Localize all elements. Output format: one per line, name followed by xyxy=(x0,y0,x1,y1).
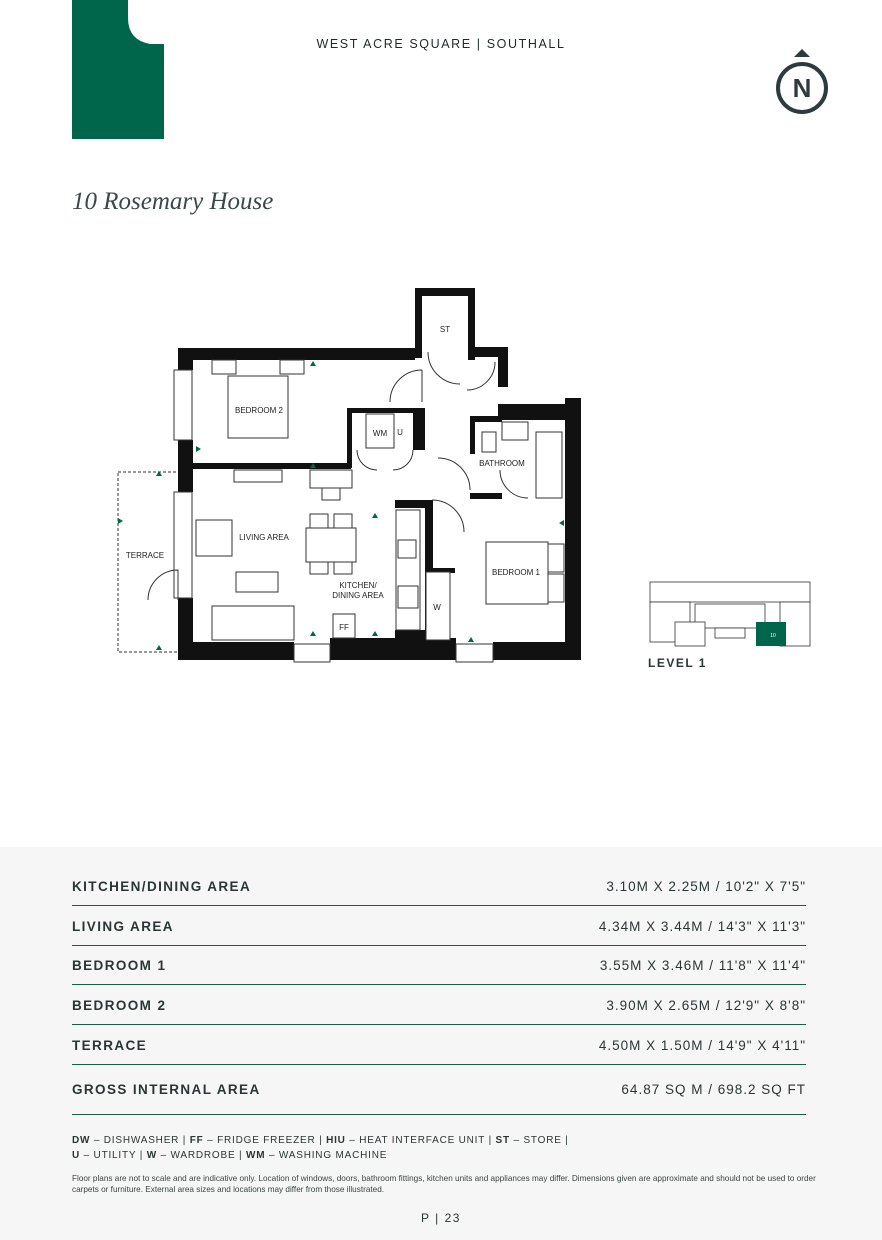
abbreviation-legend: DW – DISHWASHER | FF – FRIDGE FREEZER | … xyxy=(72,1133,569,1163)
dimension-row: LIVING AREA 4.34M X 3.44M / 14'3" X 11'3… xyxy=(72,907,806,946)
plan-label-kitchen-2: DINING AREA xyxy=(332,591,384,600)
plan-label-kitchen-1: KITCHEN/ xyxy=(339,581,377,590)
plan-label-u: U xyxy=(397,428,403,437)
plan-label-w: W xyxy=(433,603,441,612)
gross-area-value: 64.87 SQ M / 698.2 SQ FT xyxy=(621,1082,806,1097)
north-label: N xyxy=(793,73,812,103)
plan-label-st: ST xyxy=(440,325,450,334)
plan-label-ff: FF xyxy=(339,623,349,632)
legend-abbr: WM xyxy=(246,1150,266,1161)
legend-text: – UTILITY | xyxy=(80,1150,147,1161)
floor-plan: ST BEDROOM 2 WM U BATHROOM LIVING AREA T… xyxy=(117,288,581,663)
legend-abbr: ST xyxy=(495,1135,510,1146)
development-title: WEST ACRE SQUARE | SOUTHALL xyxy=(316,37,566,51)
room-size: 3.55M X 3.46M / 11'8" X 11'4" xyxy=(599,958,806,973)
legend-abbr: W xyxy=(146,1150,157,1161)
room-size: 3.90M X 2.65M / 12'9" X 8'8" xyxy=(606,998,806,1013)
dimension-row: BEDROOM 1 3.55M X 3.46M / 11'8" X 11'4" xyxy=(72,946,806,985)
dimensions-panel xyxy=(0,847,882,1240)
room-size: 4.50M X 1.50M / 14'9" X 4'11" xyxy=(598,1038,806,1053)
room-name: BEDROOM 1 xyxy=(72,958,167,973)
plan-label-living: LIVING AREA xyxy=(239,533,289,542)
room-name: BEDROOM 2 xyxy=(72,998,167,1013)
key-plan: 10 xyxy=(649,581,811,647)
legend-text: – WASHING MACHINE xyxy=(265,1150,388,1161)
plan-label-terrace: TERRACE xyxy=(126,551,164,560)
legend-abbr: HIU xyxy=(326,1135,346,1146)
page-number: P | 23 xyxy=(421,1211,461,1225)
legend-abbr: DW xyxy=(72,1135,91,1146)
legend-text: – DISHWASHER | xyxy=(90,1135,190,1146)
level-label: LEVEL 1 xyxy=(648,656,707,670)
legend-text: – FRIDGE FREEZER | xyxy=(203,1135,327,1146)
room-name: LIVING AREA xyxy=(72,919,174,934)
plan-label-wm: WM xyxy=(373,429,388,438)
legend-abbr: U xyxy=(72,1150,81,1161)
room-name: KITCHEN/DINING AREA xyxy=(72,879,252,894)
plan-label-bedroom1: BEDROOM 1 xyxy=(492,568,541,577)
dimension-row: KITCHEN/DINING AREA 3.10M X 2.25M / 10'2… xyxy=(72,867,806,906)
plan-label-bathroom: BATHROOM xyxy=(479,459,525,468)
room-name: TERRACE xyxy=(72,1038,148,1053)
disclaimer: Floor plans are not to scale and are ind… xyxy=(72,1174,816,1194)
key-plan-unit-number: 10 xyxy=(770,633,776,639)
apartment-title: 10 Rosemary House xyxy=(72,188,274,215)
room-size: 4.34M X 3.44M / 14'3" X 11'3" xyxy=(598,919,806,934)
legend-text: – STORE | xyxy=(509,1135,569,1146)
legend-text: – HEAT INTERFACE UNIT | xyxy=(345,1135,496,1146)
north-compass-icon: N xyxy=(776,49,828,114)
gross-area-label: GROSS INTERNAL AREA xyxy=(72,1082,261,1097)
legend-text: – WARDROBE | xyxy=(157,1150,246,1161)
dimension-row: BEDROOM 2 3.90M X 2.65M / 12'9" X 8'8" xyxy=(72,986,806,1025)
room-size: 3.10M X 2.25M / 10'2" X 7'5" xyxy=(606,879,806,894)
brand-logo xyxy=(72,0,164,139)
plan-label-bedroom2: BEDROOM 2 xyxy=(235,406,284,415)
dimension-row: TERRACE 4.50M X 1.50M / 14'9" X 4'11" xyxy=(72,1026,806,1065)
gross-area-row: GROSS INTERNAL AREA 64.87 SQ M / 698.2 S… xyxy=(72,1068,806,1115)
legend-abbr: FF xyxy=(189,1135,204,1146)
